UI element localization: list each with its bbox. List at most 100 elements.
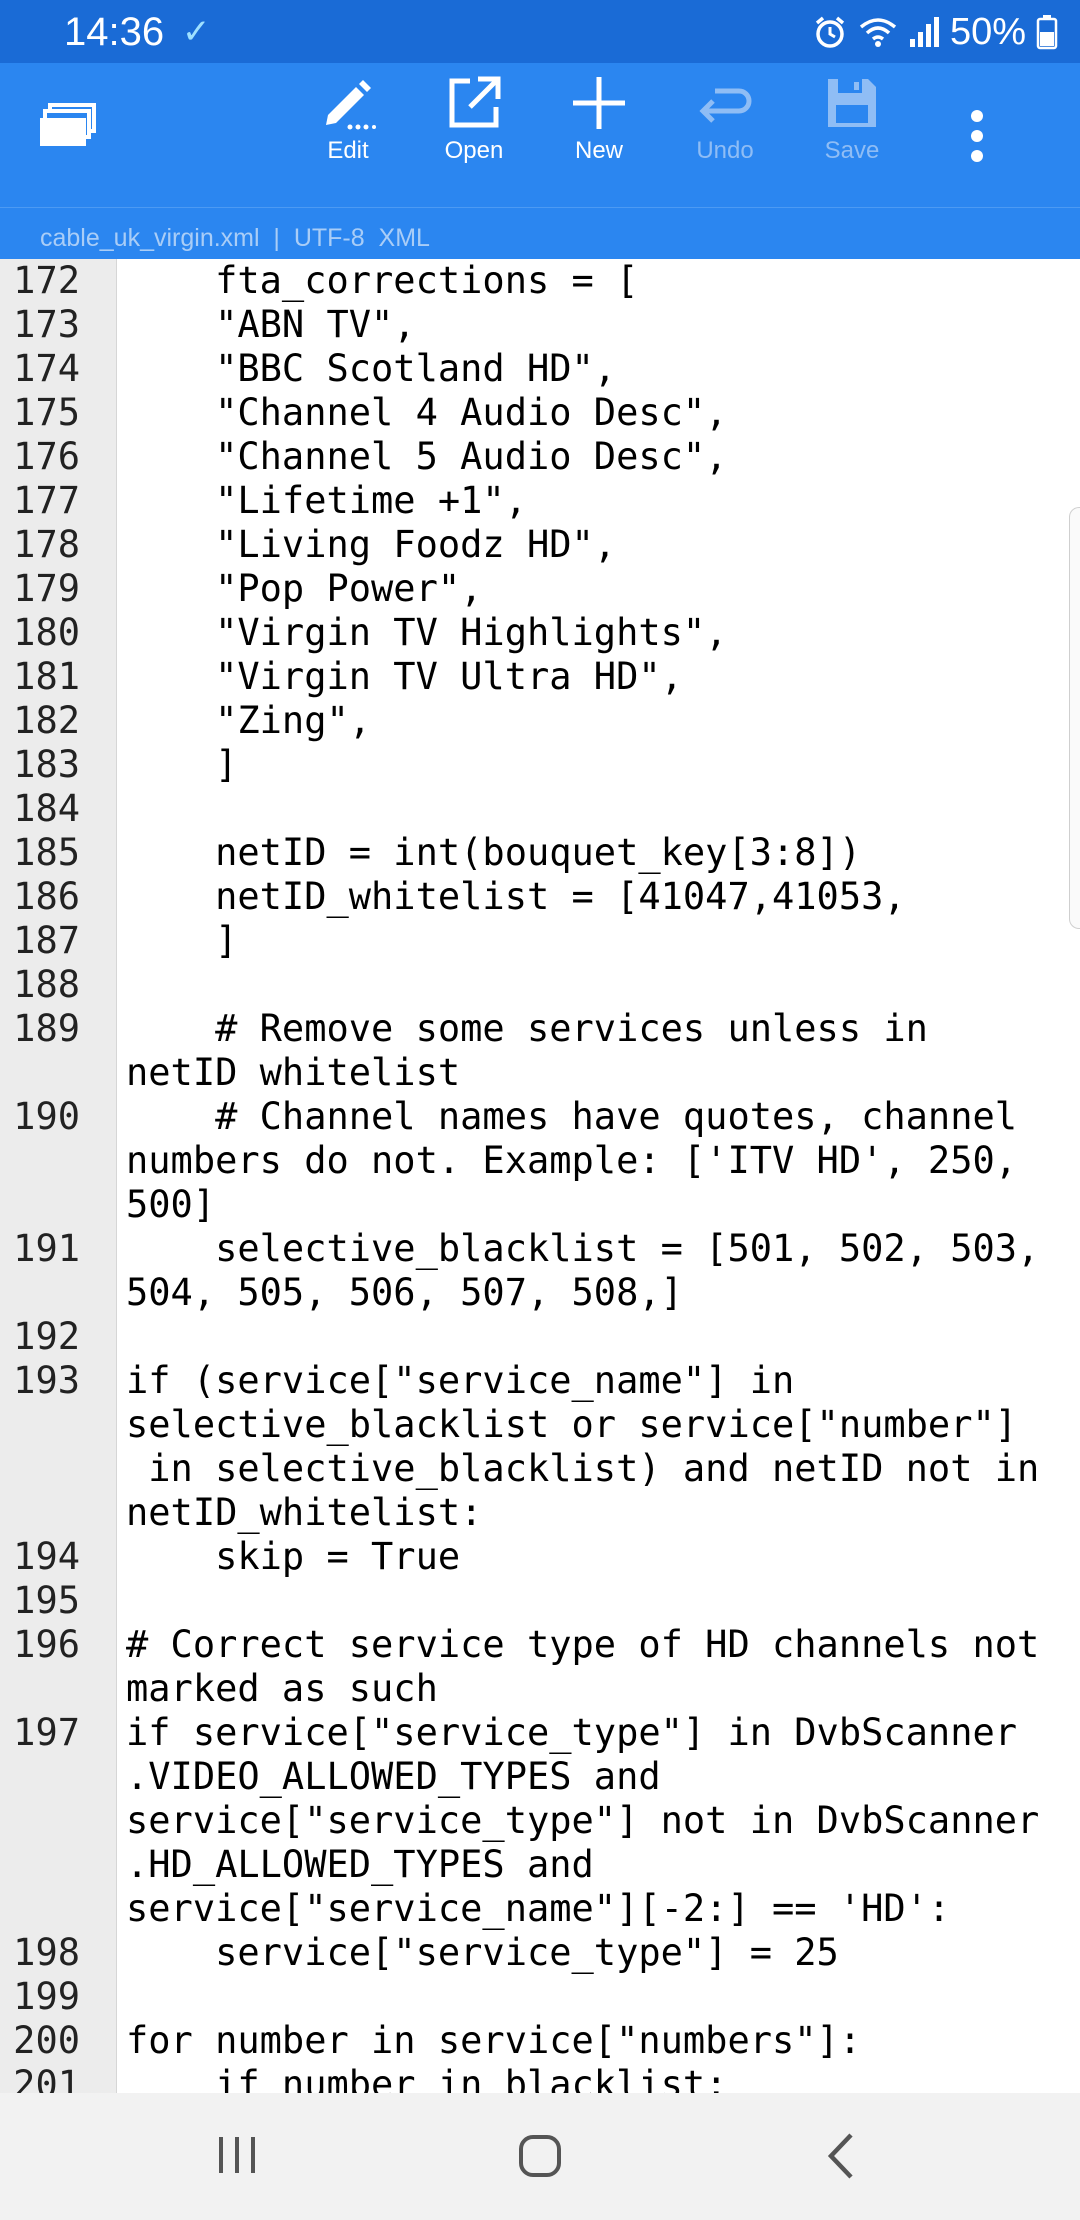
back-icon (827, 2133, 853, 2179)
code-text: skip = True (126, 1535, 461, 1578)
toolbar: Edit Open New Undo Save (0, 63, 1080, 207)
line-number: 193 (13, 1359, 80, 1402)
recent-apps-icon (219, 2137, 255, 2173)
code-text: service["service_type"] = 25 (126, 1931, 839, 1974)
line-number: 177 (13, 479, 80, 522)
code-line: 178 "Living Foodz HD", (0, 523, 1080, 567)
code-line: 174 "BBC Scotland HD", (0, 347, 1080, 391)
code-text: # Correct service type of HD channels no… (126, 1623, 1040, 1710)
code-line: 201 if number in blacklist: (0, 2063, 1080, 2093)
line-number: 197 (13, 1711, 80, 1754)
code-text: "ABN TV", (126, 303, 416, 346)
code-line: 172 fta_corrections = [ (0, 259, 1080, 303)
code-line: 196 # Correct service type of HD channels… (0, 1623, 1080, 1711)
line-number: 178 (13, 523, 80, 566)
undo-icon (699, 88, 752, 123)
line-number: 191 (13, 1227, 80, 1270)
line-number: 172 (13, 259, 80, 302)
code-text: "Virgin TV Highlights", (126, 611, 728, 654)
files-button[interactable] (38, 103, 110, 167)
line-number: 188 (13, 963, 80, 1006)
status-bar: 14:36 ✓ 50% (0, 0, 1080, 63)
code-text: fta_corrections = [ (126, 259, 639, 302)
line-number: 175 (13, 391, 80, 434)
code-text (116, 1315, 1080, 1359)
undo-button[interactable]: Undo (670, 75, 780, 195)
line-number: 192 (13, 1315, 80, 1358)
open-button[interactable]: Open (419, 75, 529, 195)
code-text: for number in service["numbers"]: (126, 2019, 862, 2062)
line-number: 185 (13, 831, 80, 874)
line-number: 201 (13, 2063, 80, 2093)
code-text: "Virgin TV Ultra HD", (126, 655, 683, 698)
line-number: 196 (13, 1623, 80, 1666)
code-line: 195 (0, 1579, 1080, 1623)
code-line: 190 # Channel names have quotes, channel… (0, 1095, 1080, 1227)
line-number: 180 (13, 611, 80, 654)
save-label: Save (824, 137, 880, 164)
code-text: netID = int(bouquet_key[3:8]) (126, 831, 862, 874)
line-number: 189 (13, 1007, 80, 1050)
scroll-handle[interactable] (1069, 507, 1080, 929)
more-vertical-icon (971, 110, 983, 162)
battery-percent: 50% (949, 10, 1026, 53)
files-icon (40, 103, 96, 146)
code-line: 189 # Remove some services unless in net… (0, 1007, 1080, 1095)
code-line: 199 (0, 1975, 1080, 2019)
back-button[interactable] (797, 2121, 887, 2191)
code-text (116, 1579, 1080, 1623)
line-number: 179 (13, 567, 80, 610)
status-time: 14:36 (64, 10, 165, 54)
battery-icon (1036, 14, 1058, 50)
code-editor[interactable]: 172 fta_corrections = [173 "ABN TV",174 … (0, 259, 1080, 2093)
code-text: "Pop Power", (126, 567, 483, 610)
code-text: "Channel 5 Audio Desc", (126, 435, 728, 478)
line-number: 181 (13, 655, 80, 698)
code-line: 173 "ABN TV", (0, 303, 1080, 347)
line-number: 195 (13, 1579, 80, 1622)
code-lines: 172 fta_corrections = [173 "ABN TV",174 … (0, 259, 1080, 2093)
line-number: 183 (13, 743, 80, 786)
signal-icon (908, 15, 940, 49)
code-text (116, 963, 1080, 1007)
line-number: 182 (13, 699, 80, 742)
code-text: # Channel names have quotes, channel num… (126, 1095, 1018, 1226)
code-line: 182 "Zing", (0, 699, 1080, 743)
open-label: Open (444, 137, 504, 164)
line-number: 186 (13, 875, 80, 918)
alarm-icon (812, 14, 848, 50)
code-line: 188 (0, 963, 1080, 1007)
line-number: 194 (13, 1535, 80, 1578)
check-icon: ✓ (182, 12, 211, 52)
code-line: 175 "Channel 4 Audio Desc", (0, 391, 1080, 435)
navigation-bar (0, 2093, 1080, 2220)
status-icons: 50% (802, 8, 1058, 56)
wifi-icon (858, 15, 898, 49)
code-text: if service["service_type"] in DvbScanner… (126, 1711, 1040, 1930)
code-line: 194 skip = True (0, 1535, 1080, 1579)
open-external-icon (449, 76, 501, 128)
line-number: 198 (13, 1931, 80, 1974)
code-line: 179 "Pop Power", (0, 567, 1080, 611)
code-text: "Channel 4 Audio Desc", (126, 391, 728, 434)
edit-label: Edit (327, 137, 369, 164)
code-text: "Zing", (126, 699, 372, 742)
line-number-gutter (0, 259, 117, 2093)
edit-button[interactable]: Edit (293, 75, 403, 195)
code-text: ] (126, 743, 238, 786)
home-icon (519, 2135, 561, 2177)
new-button[interactable]: New (544, 75, 654, 195)
line-number: 174 (13, 347, 80, 390)
code-text: "Lifetime +1", (126, 479, 527, 522)
save-button[interactable]: Save (797, 75, 907, 195)
pencil-icon (326, 80, 376, 130)
code-text: # Remove some services unless in netID w… (126, 1007, 928, 1094)
code-text (116, 787, 1080, 831)
line-number: 200 (13, 2019, 80, 2062)
home-button[interactable] (495, 2121, 585, 2191)
code-text: "BBC Scotland HD", (126, 347, 617, 390)
more-options-button[interactable] (955, 101, 999, 191)
code-text: selective_blacklist = [501, 502, 503, 50… (126, 1227, 1040, 1314)
recent-apps-button[interactable] (192, 2121, 282, 2191)
